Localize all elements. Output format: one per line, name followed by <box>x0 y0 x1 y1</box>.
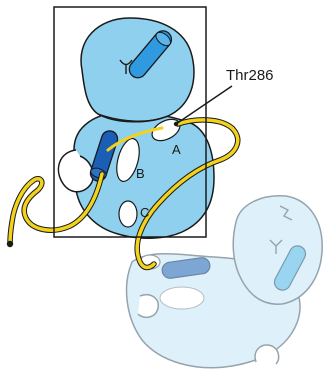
site-c-label: C <box>140 205 149 220</box>
kinase-subunit <box>58 18 214 238</box>
ghost-notch-left <box>138 295 158 318</box>
site-c-pocket <box>119 201 137 227</box>
ghost-notch-bottom <box>255 345 279 364</box>
site-b-label: B <box>136 166 145 181</box>
thr286-label: Thr286 <box>226 67 274 84</box>
ghost-pocket <box>160 287 204 309</box>
site-a-label: A <box>172 142 181 157</box>
thr286-site-marker <box>174 122 178 126</box>
linker-end-dot <box>7 241 13 247</box>
